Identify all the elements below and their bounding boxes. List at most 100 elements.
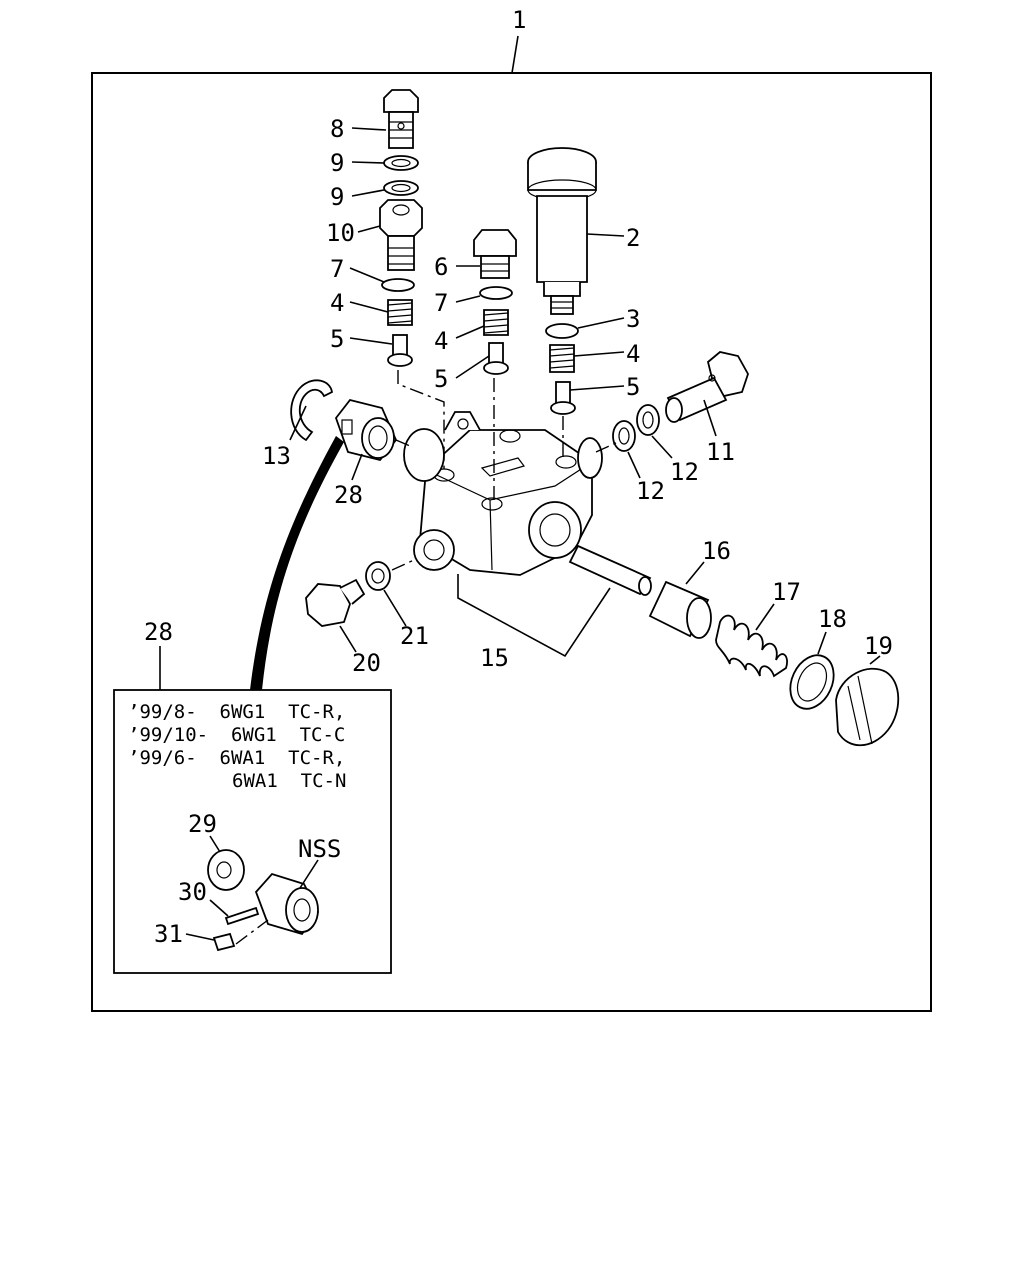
leader-4a: [349, 301, 389, 313]
callout-3: 3: [626, 305, 640, 333]
pin-15: [568, 544, 652, 596]
leader-3: [577, 317, 625, 329]
plug-6: [473, 229, 517, 279]
callout-30: 30: [178, 878, 207, 906]
bracket-15: [457, 574, 611, 658]
callout-6: 6: [434, 253, 448, 281]
washer-9b: [383, 180, 419, 196]
pin-31: [212, 932, 236, 952]
centerline-left: [397, 370, 445, 470]
reference-leader: [250, 436, 344, 690]
centerline-bottom-left: [391, 559, 415, 571]
callout-12-left: 12: [636, 477, 665, 505]
leader-5a: [349, 337, 393, 345]
callout-5-right: 5: [626, 373, 640, 401]
callout-13: 13: [262, 442, 291, 470]
o-ring-7a: [381, 278, 415, 292]
spring-4a: [387, 299, 413, 326]
leader-4c: [573, 351, 625, 357]
plug-20: [305, 578, 366, 627]
callout-4-center: 4: [434, 327, 448, 355]
leader-12b: [627, 451, 641, 479]
callout-4-right: 4: [626, 340, 640, 368]
spring-17: [715, 614, 788, 678]
gasket-18: [789, 654, 835, 710]
leader-5c: [569, 385, 625, 391]
leader-20: [339, 625, 357, 653]
callout-5-left: 5: [330, 325, 344, 353]
leader-2: [586, 233, 625, 237]
centerline-inset: [235, 919, 269, 945]
leader-16: [685, 561, 705, 585]
connector-10: [379, 199, 423, 271]
pump-body: [403, 411, 603, 576]
valve-5b: [483, 342, 509, 375]
callout-7-left: 7: [330, 255, 344, 283]
leader-1: [511, 35, 519, 74]
leader-18: [817, 631, 827, 655]
callout-8: 8: [330, 115, 344, 143]
leader-nss: [299, 859, 319, 889]
leader-10: [357, 225, 381, 233]
cap-19: [835, 667, 900, 747]
washer-9a: [383, 155, 419, 171]
leader-17: [755, 603, 775, 631]
inset-note-line-1: ’99/8- 6WG1 TC-R,: [128, 701, 345, 723]
callout-16: 16: [702, 537, 731, 565]
callout-15: 15: [480, 644, 509, 672]
valve-5a: [387, 334, 413, 367]
leader-19: [869, 655, 881, 665]
leader-31: [185, 933, 215, 941]
leader-21: [383, 589, 407, 627]
main-frame: [91, 72, 932, 1012]
callout-9-top: 9: [330, 149, 344, 177]
callout-nss: NSS: [298, 835, 341, 863]
callout-10: 10: [326, 219, 355, 247]
priming-pump-2: [527, 147, 597, 315]
leader-7b: [455, 295, 481, 303]
o-ring-3: [545, 323, 579, 339]
pin-30: [224, 906, 260, 926]
callout-9-bottom: 9: [330, 183, 344, 211]
leader-28: [351, 453, 363, 481]
callout-4-left: 4: [330, 289, 344, 317]
callout-2: 2: [626, 224, 640, 252]
callout-11: 11: [706, 438, 735, 466]
callout-20: 20: [352, 649, 381, 677]
leader-7a: [349, 267, 385, 283]
leader-4b: [455, 325, 485, 339]
washer-21: [365, 561, 391, 591]
washer-12a: [636, 404, 660, 436]
callout-19: 19: [864, 632, 893, 660]
sleeve-28: [334, 398, 398, 462]
leader-9a: [351, 161, 385, 164]
centerline-side-left: [395, 439, 411, 447]
callout-28: 28: [334, 481, 363, 509]
leader-9b: [351, 189, 385, 197]
callout-12-right: 12: [670, 458, 699, 486]
ring-29: [207, 849, 245, 891]
leader-11: [703, 399, 717, 437]
leader-13: [289, 405, 307, 441]
leader-12a: [651, 435, 673, 459]
callout-21: 21: [400, 622, 429, 650]
piston-16: [648, 580, 712, 639]
callout-7-center: 7: [434, 289, 448, 317]
banjo-bolt-8: [383, 89, 419, 149]
sleeve-nss: [254, 872, 320, 936]
leader-30: [209, 899, 229, 917]
valve-5c: [550, 381, 576, 415]
callout-31: 31: [154, 920, 183, 948]
inset-note-line-4: 6WA1 TC-N: [232, 770, 346, 792]
leader-8: [351, 127, 387, 131]
callout-5-center: 5: [434, 365, 448, 393]
centerline-side-right: [595, 441, 619, 453]
spring-4b: [483, 309, 509, 336]
spring-4c: [549, 344, 575, 373]
banjo-bolt-11: [665, 351, 749, 423]
callout-28-inset: 28: [144, 618, 173, 646]
washer-12b: [612, 420, 636, 452]
snap-ring-13: [290, 379, 333, 442]
inset-note-line-2: ’99/10- 6WG1 TC-C: [128, 724, 345, 746]
